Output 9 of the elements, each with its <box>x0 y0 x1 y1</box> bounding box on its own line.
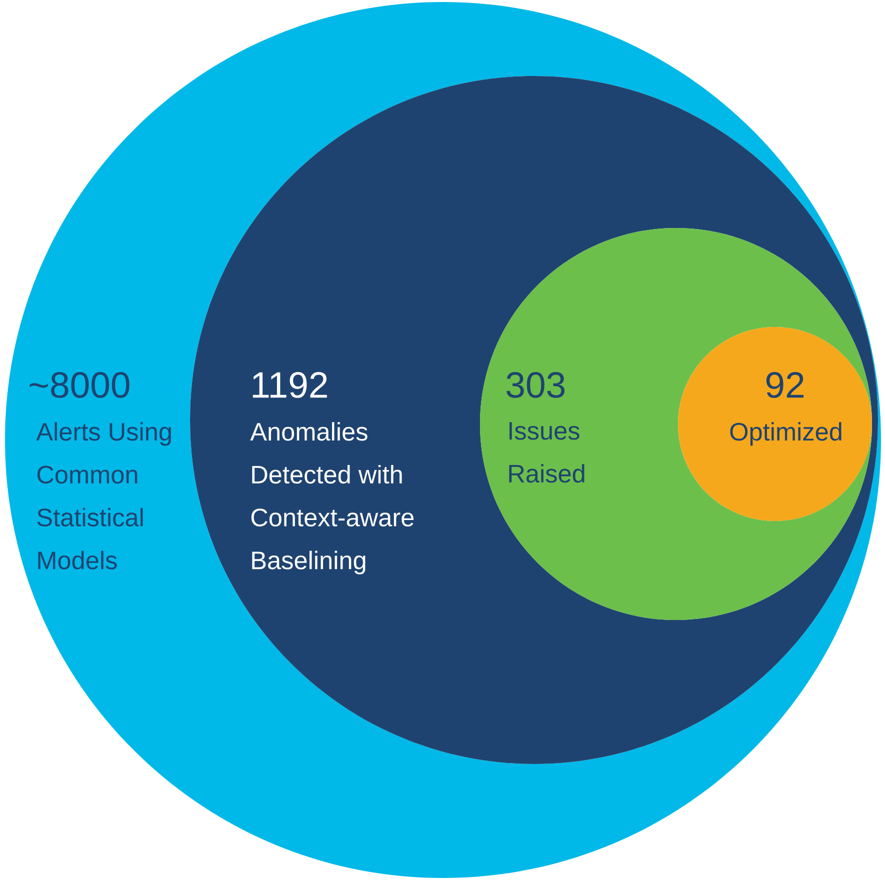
circle-region <box>678 327 872 521</box>
description-text: Issues Raised <box>509 422 584 483</box>
description-text: Anomalies Detected with Context-aware Baselining <box>250 422 414 574</box>
count-label: 1192 <box>252 372 327 398</box>
count-label: ~8000 <box>30 372 130 398</box>
description-text: Optimized <box>730 422 842 446</box>
description-text: Alerts Using Common Statistical Models <box>36 422 171 570</box>
count-label: 92 <box>766 372 804 398</box>
count-label: 303 <box>506 372 564 398</box>
